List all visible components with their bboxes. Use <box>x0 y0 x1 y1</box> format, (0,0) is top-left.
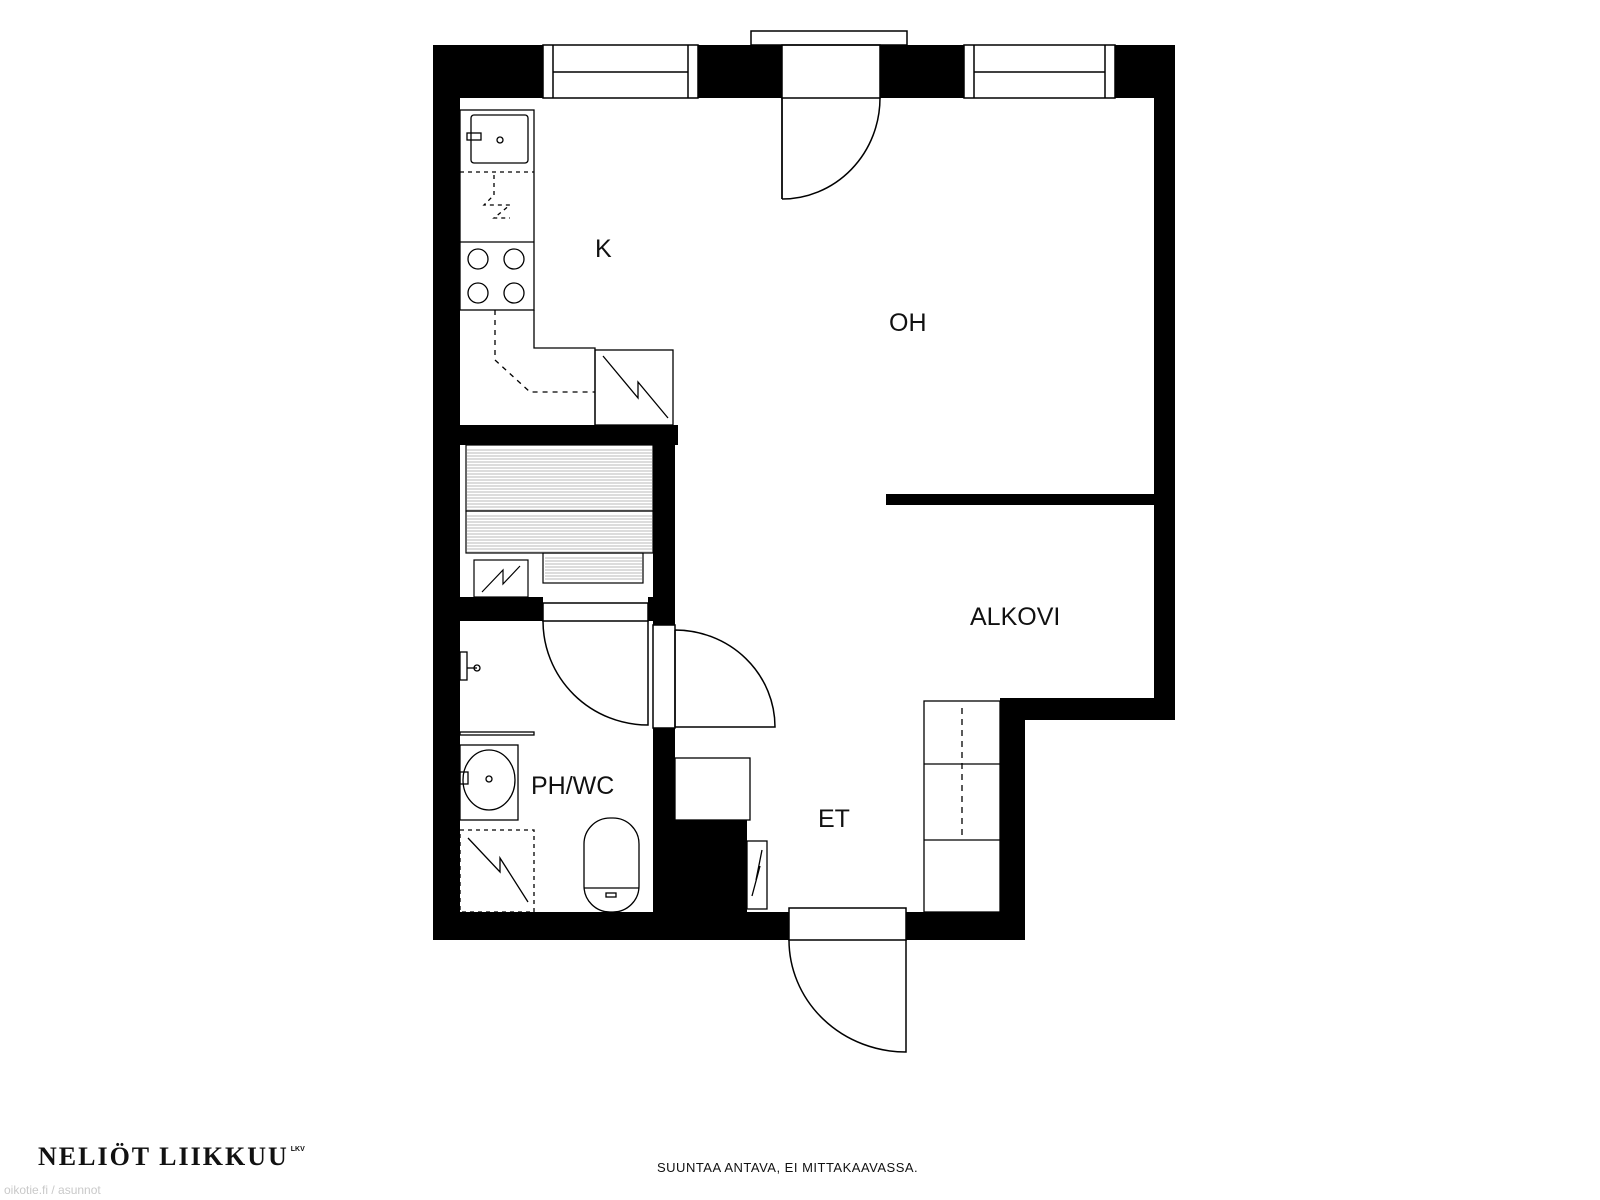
sauna-door-swing <box>674 629 776 728</box>
electrical-panel <box>746 840 768 910</box>
wall-alcove-partition <box>886 494 1154 505</box>
shower-rail <box>459 731 535 736</box>
kitchen-sink <box>470 114 529 164</box>
brand-suffix: LKV <box>290 1146 305 1153</box>
sauna-bench-lower <box>465 510 654 554</box>
wall-top-mid-left <box>698 45 782 98</box>
bathroom-cabinet <box>459 829 535 913</box>
entrance-door-frame <box>788 907 907 941</box>
wardrobe <box>923 700 1001 913</box>
wall-right-lower <box>1000 698 1025 940</box>
kitchen-counter <box>459 109 535 311</box>
sink-drain-icon <box>496 136 504 144</box>
walls <box>433 45 1175 940</box>
hall-shelf <box>674 757 751 821</box>
brand-name: NELIÖT LIIKKUU <box>38 1142 289 1171</box>
sauna-step <box>542 552 644 584</box>
shower-tap <box>459 651 468 681</box>
openings <box>542 30 1116 1053</box>
hall-fixtures <box>674 700 1001 913</box>
bathroom-door-frame <box>542 602 649 622</box>
watermark-text: oikotie.fi / asunnot <box>4 1183 101 1197</box>
balcony-door-frame <box>781 44 881 99</box>
kitchen-fixtures <box>459 109 674 426</box>
sauna-heater <box>473 559 529 598</box>
wall-right-upper <box>1154 45 1175 720</box>
sauna-bench-slats <box>467 449 652 580</box>
wall-bath-right <box>653 728 675 940</box>
bathroom-door-swing <box>542 620 649 726</box>
wall-left <box>433 45 460 940</box>
wall-sauna-bottom-right <box>648 597 675 621</box>
stove-burner-icon <box>467 282 489 304</box>
window-top-left <box>542 44 699 99</box>
washbasin-bowl <box>462 749 516 811</box>
bathroom-fixtures <box>459 651 640 913</box>
wall-top-mid-right <box>880 45 964 98</box>
wall-sauna-bottom <box>433 597 543 621</box>
window-top-right <box>963 44 1116 99</box>
sauna-door-leaf <box>652 624 676 729</box>
sauna-fixtures <box>465 444 654 598</box>
washbasin-drain-icon <box>485 775 493 783</box>
stove-burner-icon <box>467 248 489 270</box>
wall-sauna-right <box>653 425 675 625</box>
fridge <box>594 349 674 426</box>
wall-right-step <box>1000 698 1175 720</box>
room-label-hall: ET <box>818 805 850 833</box>
balcony-door-swing <box>781 97 881 200</box>
balcony-sill <box>750 30 908 46</box>
stove-burner-icon <box>503 282 525 304</box>
room-label-kitchen: K <box>595 235 612 263</box>
wall-sauna-top <box>433 425 678 445</box>
wall-bottom-right <box>906 912 1025 940</box>
wall-bath-column <box>675 820 747 940</box>
disclaimer-text: SUUNTAA ANTAVA, EI MITTAKAAVASSA. <box>657 1160 919 1175</box>
room-label-living: OH <box>889 309 927 337</box>
toilet <box>583 817 640 913</box>
stove-burner-icon <box>503 248 525 270</box>
room-label-bathroom: PH/WC <box>531 772 614 800</box>
room-label-alcove: ALKOVI <box>970 603 1060 631</box>
entrance-door-swing <box>788 939 907 1053</box>
